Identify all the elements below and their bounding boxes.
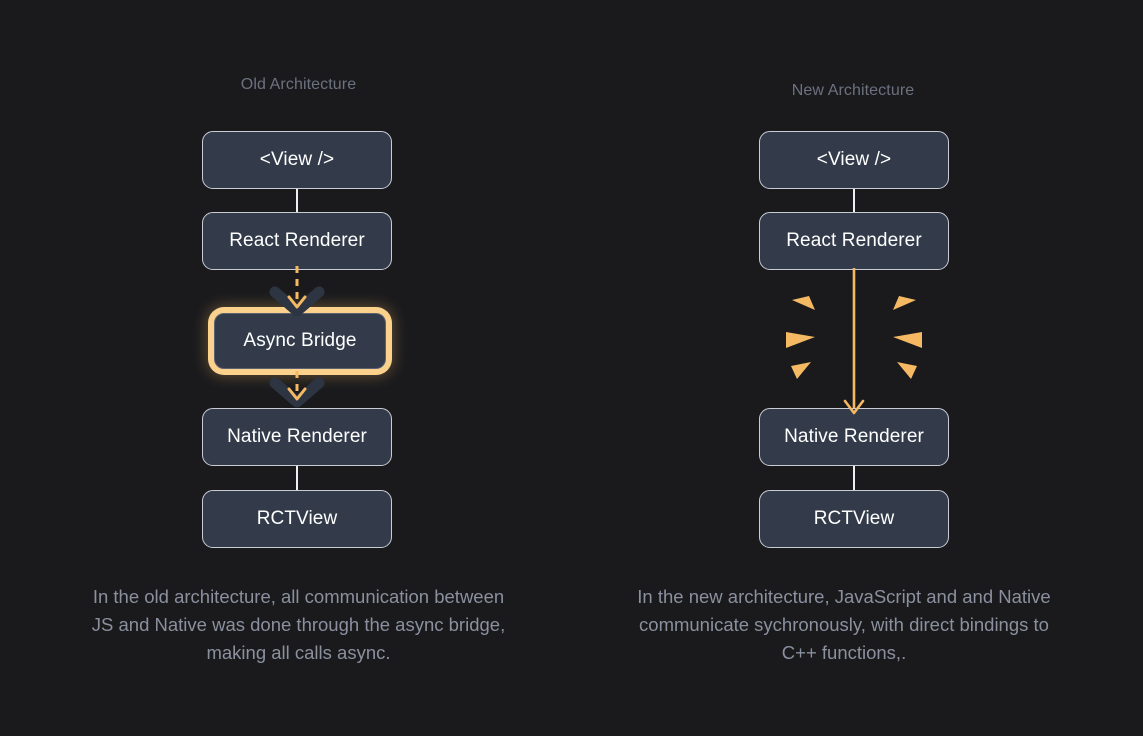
node-new-view[interactable]: <View /> — [759, 131, 949, 189]
node-old-view[interactable]: <View /> — [202, 131, 392, 189]
node-new-native-renderer[interactable]: Native Renderer — [759, 408, 949, 466]
node-old-native-renderer[interactable]: Native Renderer — [202, 408, 392, 466]
column-heading-new-architecture: New Architecture — [791, 82, 915, 99]
connector-new-view-to-react — [853, 186, 856, 216]
arrow-old-bridge-to-native — [269, 371, 325, 408]
arrow-old-react-to-bridge — [269, 266, 325, 317]
caption-old-architecture: In the old architecture, all communicati… — [91, 586, 506, 663]
node-new-react-renderer[interactable]: React Renderer — [759, 212, 949, 270]
node-old-react-renderer[interactable]: React Renderer — [202, 212, 392, 270]
column-heading-old-architecture: Old Architecture — [240, 76, 357, 93]
node-new-rctview[interactable]: RCTView — [759, 490, 949, 548]
connector-old-view-to-react — [296, 186, 299, 216]
node-old-async-bridge[interactable]: Async Bridge — [214, 313, 386, 369]
node-old-rctview[interactable]: RCTView — [202, 490, 392, 548]
sync-burst-rays — [786, 296, 922, 379]
arrow-new-react-to-native-sync — [843, 268, 865, 415]
connector-old-native-to-rct — [296, 463, 299, 495]
caption-new-architecture: In the new architecture, JavaScript and … — [637, 586, 1051, 663]
connector-new-native-to-rct — [853, 463, 856, 495]
